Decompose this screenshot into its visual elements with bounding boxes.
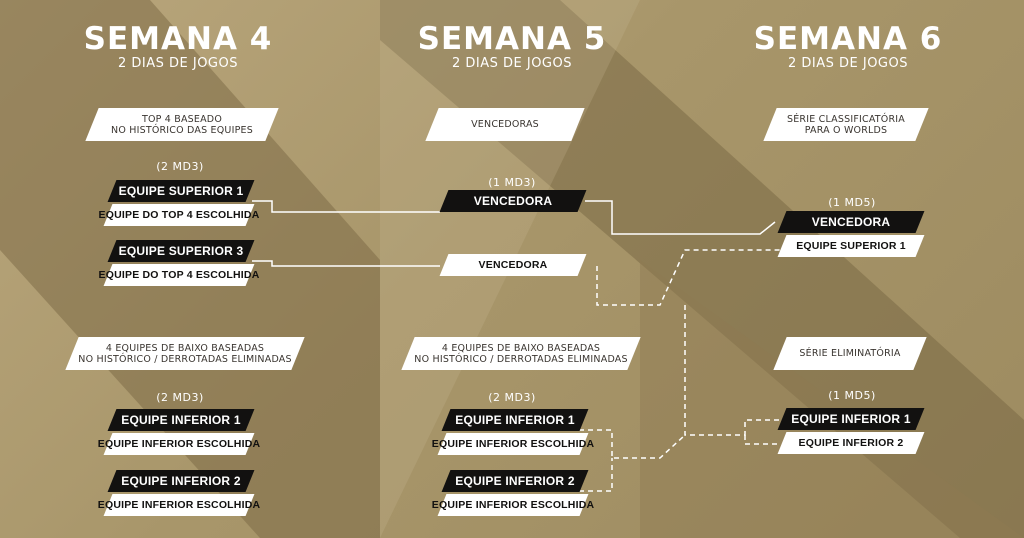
week4-title: SEMANA 4 [83,21,273,57]
week4-upper-format: (2 MD3) [156,160,204,173]
week4-match4-top: EQUIPE INFERIOR 2 [112,470,250,492]
week5-match3-bottom: EQUIPE INFERIOR ESCOLHIDA [432,494,594,516]
week4-match4-bottom: EQUIPE INFERIOR ESCOLHIDA [98,494,260,516]
connector-lower-dashed-1 [684,305,780,436]
week5-header: SEMANA 5 2 DIAS DE JOGOS [362,22,662,72]
connector-w5-to-w6 [585,200,776,235]
week5-title: SEMANA 5 [417,21,607,57]
week6-lower-note: SÉRIE ELIMINATÓRIA [780,337,920,370]
connector-w5-lower-2 [570,458,613,492]
week5-match1-top: VENCEDORA [444,190,582,212]
week6-match1-bottom: EQUIPE SUPERIOR 1 [782,235,920,257]
week6-subtitle: 2 DIAS DE JOGOS [787,56,908,71]
week6-match1-top: VENCEDORA [782,211,920,233]
connector-w5-lower-1 [570,429,686,459]
week5-lower-format: (2 MD3) [488,391,536,404]
week4-match3-top: EQUIPE INFERIOR 1 [112,409,250,431]
week5-lower-note: 4 EQUIPES DE BAIXO BASEADAS NO HISTÓRICO… [408,337,634,370]
week6-match2-top: EQUIPE INFERIOR 1 [782,408,920,430]
week4-lower-note: 4 EQUIPES DE BAIXO BASEADAS NO HISTÓRICO… [72,337,298,370]
week4-match2-bottom: EQUIPE DO TOP 4 ESCOLHIDA [99,264,260,286]
week5-match1-bottom: VENCEDORA [444,254,582,276]
week4-subtitle: 2 DIAS DE JOGOS [117,56,238,71]
week4-lower-format: (2 MD3) [156,391,204,404]
week5-subtitle: 2 DIAS DE JOGOS [451,56,572,71]
week5-upper-format: (1 MD3) [488,176,536,189]
connector-lower-dashed-2 [744,435,780,445]
week5-upper-note: VENCEDORAS [432,108,578,141]
connector-w4m1-to-w5 [252,200,440,213]
week6-header: SEMANA 6 2 DIAS DE JOGOS [698,22,998,72]
week5-match3-top: EQUIPE INFERIOR 2 [446,470,584,492]
week6-upper-note: SÉRIE CLASSIFICATÓRIA PARA O WORLDS [770,108,922,141]
week4-header: SEMANA 4 2 DIAS DE JOGOS [28,22,328,72]
connector-w5-loser-dashed [596,249,780,306]
week4-match1-top: EQUIPE SUPERIOR 1 [112,180,250,202]
week5-match2-bottom: EQUIPE INFERIOR ESCOLHIDA [432,433,594,455]
week6-lower-format: (1 MD5) [828,389,876,402]
connector-w4m2-to-w5 [252,260,440,267]
week6-title: SEMANA 6 [753,21,943,57]
week6-match2-bottom: EQUIPE INFERIOR 2 [782,432,920,454]
week4-match1-bottom: EQUIPE DO TOP 4 ESCOLHIDA [99,204,260,226]
week4-match3-bottom: EQUIPE INFERIOR ESCOLHIDA [98,433,260,455]
week4-match2-top: EQUIPE SUPERIOR 3 [112,240,250,262]
week6-upper-format: (1 MD5) [828,196,876,209]
week5-match2-top: EQUIPE INFERIOR 1 [446,409,584,431]
week4-upper-note: TOP 4 BASEADO NO HISTÓRICO DAS EQUIPES [92,108,272,141]
